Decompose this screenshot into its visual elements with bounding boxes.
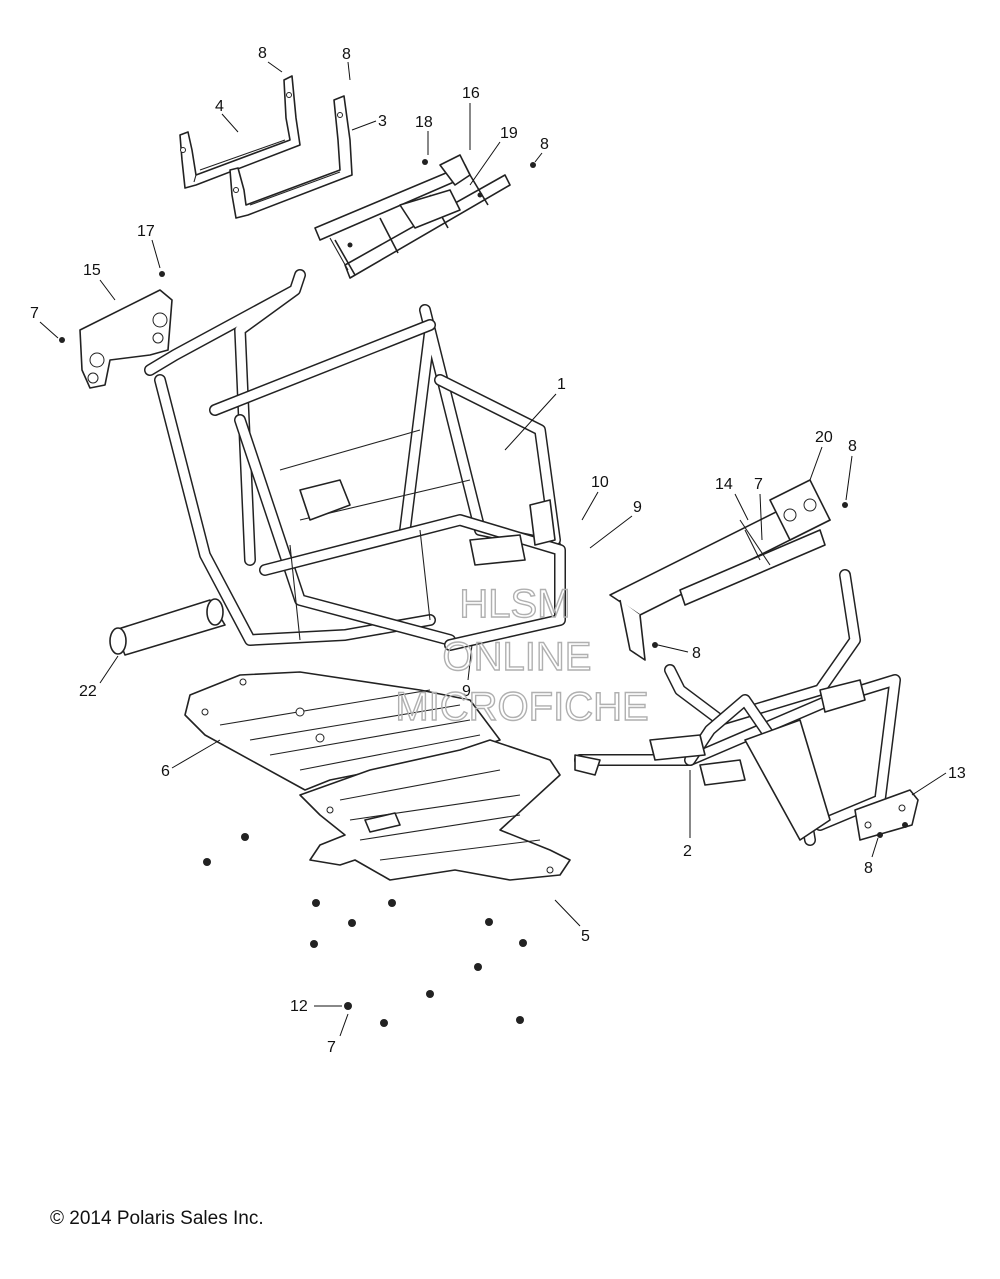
callout-4: 4 — [215, 98, 224, 115]
callout-1: 1 — [557, 376, 566, 393]
callout-8: 8 — [864, 860, 873, 877]
watermark-line: HLSM — [459, 582, 570, 626]
callout-19: 19 — [500, 125, 518, 142]
callout-22: 22 — [79, 683, 97, 700]
watermark: HLSM ONLINE MICROFICHE — [395, 581, 650, 729]
part-16-rail-assembly — [314, 154, 536, 279]
part-4-bracket — [179, 75, 301, 189]
callout-8: 8 — [540, 136, 549, 153]
callout-13: 13 — [948, 765, 966, 782]
callout-17: 17 — [137, 223, 155, 240]
callout-20: 20 — [815, 429, 833, 446]
callout-14: 14 — [715, 476, 733, 493]
part-15-side-plate — [59, 271, 173, 389]
fasteners-group — [203, 833, 527, 1027]
watermark-line: MICROFICHE — [395, 685, 648, 729]
callout-10: 10 — [591, 474, 609, 491]
callout-3: 3 — [378, 113, 387, 130]
callout-8: 8 — [848, 438, 857, 455]
part-13-plate — [854, 789, 919, 841]
part-1-main-frame — [144, 269, 566, 651]
callout-15: 15 — [83, 262, 101, 279]
copyright-notice: © 2014 Polaris Sales Inc. — [50, 1208, 264, 1229]
callout-2: 2 — [683, 843, 692, 860]
callout-18: 18 — [415, 114, 433, 131]
callout-8: 8 — [258, 45, 267, 62]
callout-9: 9 — [633, 499, 642, 516]
callout-6: 6 — [161, 763, 170, 780]
callout-7: 7 — [30, 305, 39, 322]
callout-8: 8 — [692, 645, 701, 662]
callout-16: 16 — [462, 85, 480, 102]
part-5-skid-plate — [299, 739, 571, 881]
part-3-bracket — [229, 95, 353, 219]
callout-12: 12 — [290, 998, 308, 1015]
callout-8: 8 — [342, 46, 351, 63]
callout-5: 5 — [581, 928, 590, 945]
callout-9: 9 — [462, 683, 471, 700]
part-20-rear-rail — [609, 479, 848, 661]
callout-7: 7 — [754, 476, 763, 493]
callout-labels: 8 8 4 3 16 18 19 8 17 15 7 1 20 8 14 7 1… — [30, 45, 966, 1056]
watermark-line: ONLINE — [443, 635, 592, 679]
part-22-roll — [109, 598, 226, 656]
callout-7: 7 — [327, 1039, 336, 1056]
